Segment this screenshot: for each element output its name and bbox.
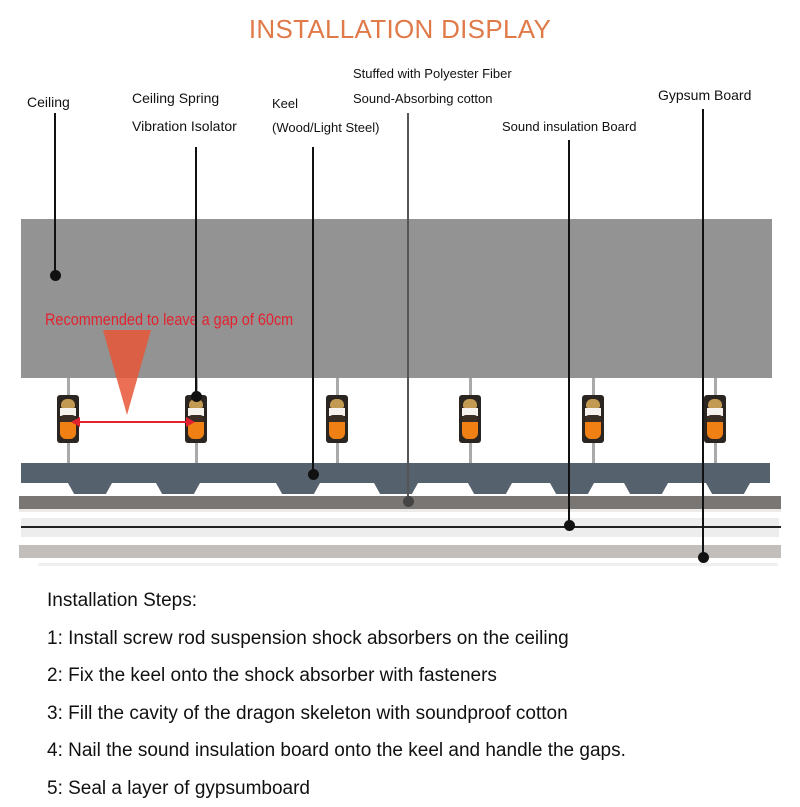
keel-notch bbox=[156, 483, 200, 494]
leader-dot-insulation-board bbox=[564, 520, 575, 531]
installation-steps: Installation Steps: 1: Install screw rod… bbox=[47, 582, 626, 807]
keel-notch bbox=[468, 483, 512, 494]
cotton-layer bbox=[19, 496, 781, 509]
step-item: 5: Seal a layer of gypsumboard bbox=[47, 770, 626, 807]
label-ceiling: Ceiling bbox=[27, 95, 70, 109]
leader-gypsum-board bbox=[702, 109, 704, 558]
step-item: 4: Nail the sound insulation board onto … bbox=[47, 732, 626, 770]
leader-dot-gypsum-board bbox=[698, 552, 709, 563]
label-sound-insulation-board: Sound insulation Board bbox=[502, 120, 636, 133]
gap-indicator-wedge bbox=[103, 330, 151, 415]
keel-notch bbox=[68, 483, 112, 494]
leader-dot-ceiling bbox=[50, 270, 61, 281]
keel-bar bbox=[21, 463, 770, 483]
label-gypsum-board: Gypsum Board bbox=[658, 88, 751, 102]
keel-notch bbox=[374, 483, 418, 494]
gap-arrow-line bbox=[78, 421, 190, 423]
step-item: 1: Install screw rod suspension shock ab… bbox=[47, 620, 626, 658]
label-keel-line1: Keel bbox=[272, 97, 298, 110]
step-item: 3: Fill the cavity of the dragon skeleto… bbox=[47, 695, 626, 733]
spring-isolator-icon bbox=[582, 395, 604, 443]
steps-heading: Installation Steps: bbox=[47, 582, 626, 620]
keel-notch bbox=[706, 483, 750, 494]
leader-cotton bbox=[407, 113, 409, 502]
label-keel-line2: (Wood/Light Steel) bbox=[272, 121, 379, 134]
keel-notch bbox=[550, 483, 594, 494]
page-title: INSTALLATION DISPLAY bbox=[0, 14, 800, 45]
label-cotton-line2: Sound-Absorbing cotton bbox=[353, 92, 492, 105]
gypsum-board-shadow bbox=[38, 563, 778, 566]
gypsum-board bbox=[19, 545, 781, 558]
label-isolator-line2: Vibration Isolator bbox=[132, 119, 237, 133]
arrow-left-icon bbox=[71, 417, 80, 427]
leader-insulation-board bbox=[568, 140, 570, 526]
sound-insulation-board-line bbox=[21, 526, 781, 528]
spring-isolator-icon bbox=[704, 395, 726, 443]
leader-ceiling bbox=[54, 113, 56, 275]
leader-dot-keel bbox=[308, 469, 319, 480]
keel-notch bbox=[624, 483, 668, 494]
label-cotton-line1: Stuffed with Polyester Fiber bbox=[353, 67, 512, 80]
leader-dot-isolator bbox=[191, 391, 202, 402]
step-item: 2: Fix the keel onto the shock absorber … bbox=[47, 657, 626, 695]
leader-dot-cotton bbox=[403, 496, 414, 507]
spring-isolator-icon bbox=[459, 395, 481, 443]
keel-notch bbox=[276, 483, 320, 494]
leader-isolator bbox=[195, 147, 197, 397]
arrow-right-icon bbox=[186, 417, 195, 427]
leader-keel bbox=[312, 147, 314, 474]
gap-annotation: Recommended to leave a gap of 60cm bbox=[45, 310, 293, 330]
label-isolator-line1: Ceiling Spring bbox=[132, 91, 219, 105]
spring-isolator-icon bbox=[326, 395, 348, 443]
cotton-layer-edge bbox=[19, 509, 781, 512]
